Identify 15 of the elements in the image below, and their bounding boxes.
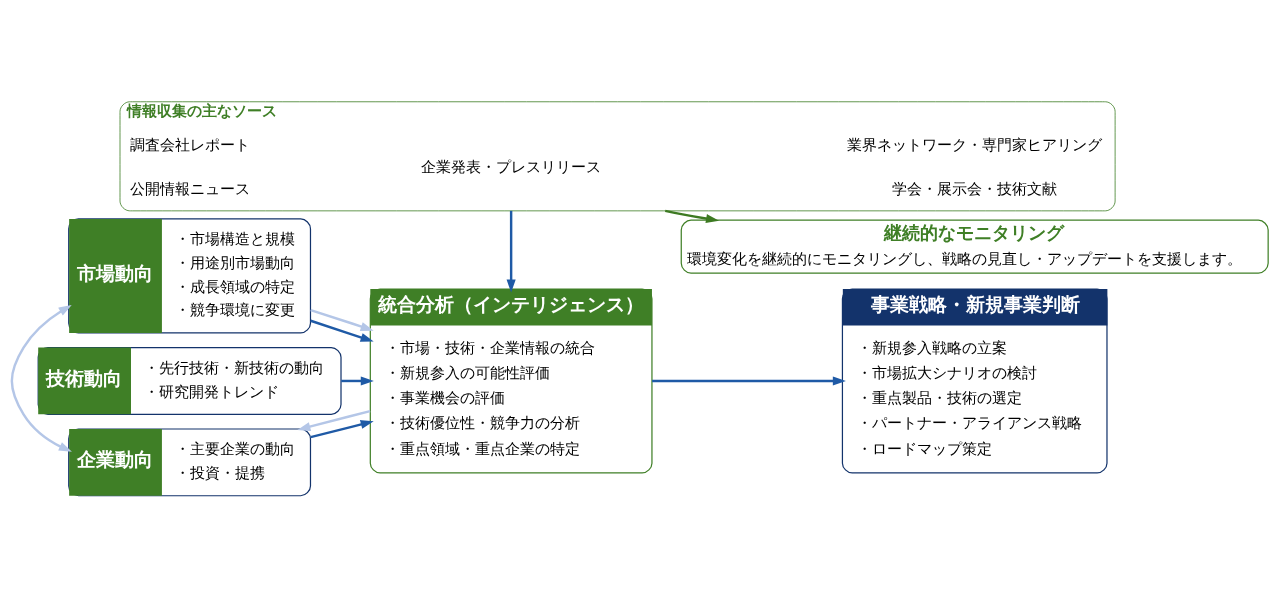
arrow [341, 375, 374, 386]
node-text: 企業発表・プレスリリース [421, 157, 602, 176]
arrow [506, 210, 516, 293]
arrow [297, 409, 371, 431]
arrow [310, 419, 374, 438]
node-box: 継続的なモニタリング 環境変化を継続的にモニタリングし、戦略の見直し・アップデートを支援します。 [680, 219, 1269, 274]
arrow [652, 375, 846, 386]
arrow [10, 304, 72, 452]
arrow [310, 319, 374, 342]
node-text: 公開情報ニュース [129, 179, 250, 198]
node-text: 学会・展示会・技術文献 [892, 179, 1058, 198]
node-text: 調査会社レポート [129, 135, 250, 154]
arrow [664, 209, 720, 223]
node-text: 業界ネットワーク・専門家ヒアリング [847, 135, 1103, 154]
arrow [310, 308, 374, 331]
